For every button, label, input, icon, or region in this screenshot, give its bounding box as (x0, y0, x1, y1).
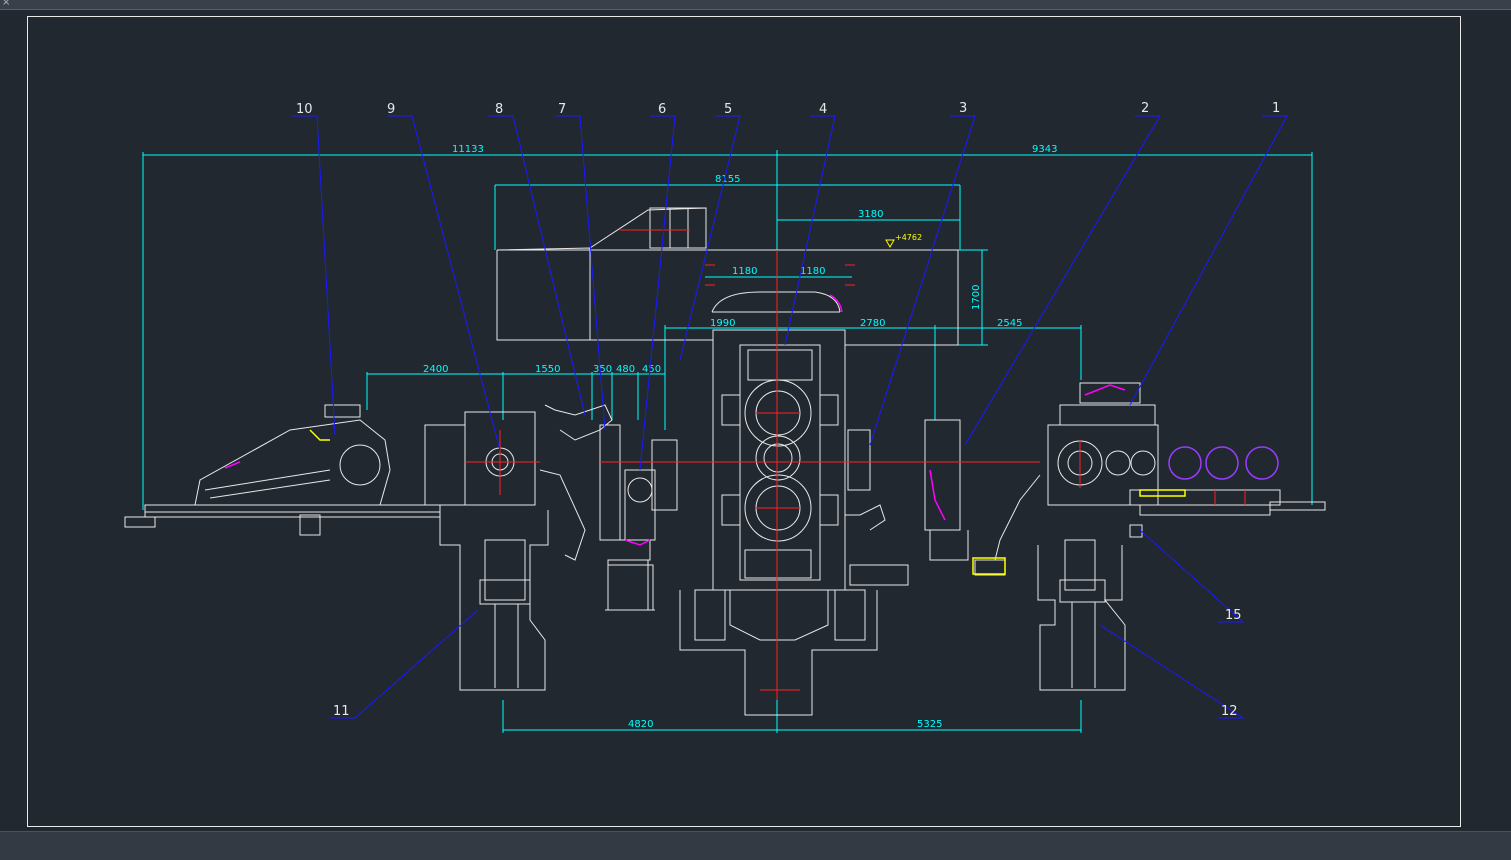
callout-15: 15 (1225, 608, 1242, 623)
elevation-label: +4762 (895, 233, 922, 242)
dim-1990: 1990 (710, 318, 735, 329)
dim-11133: 11133 (452, 144, 484, 155)
leader-lines (292, 115, 1288, 719)
callout-5: 5 (724, 102, 732, 117)
dim-3180: 3180 (858, 209, 883, 220)
dim-1180-right: 1180 (800, 266, 825, 277)
dim-5325: 5325 (917, 719, 942, 730)
dim-2400: 2400 (423, 364, 448, 375)
callout-11: 11 (333, 704, 350, 719)
callout-2: 2 (1141, 101, 1149, 116)
elevation-marker-icon (885, 239, 895, 249)
callout-8: 8 (495, 102, 503, 117)
machine-outline (124, 207, 1326, 716)
window-title-bar: × (0, 0, 1511, 10)
dim-1700: 1700 (971, 285, 982, 310)
close-icon[interactable]: × (2, 0, 11, 8)
dim-4820: 4820 (628, 719, 653, 730)
status-bar (0, 831, 1511, 860)
callout-10: 10 (296, 102, 313, 117)
callout-7: 7 (558, 102, 566, 117)
highlight-parts (224, 294, 1279, 575)
dim-450: 450 (642, 364, 661, 375)
centerlines (465, 229, 1246, 700)
callout-1: 1 (1272, 101, 1280, 116)
dimension-lines (142, 150, 1313, 733)
callout-9: 9 (387, 102, 395, 117)
dim-2780: 2780 (860, 318, 885, 329)
callout-4: 4 (819, 102, 827, 117)
dim-350: 350 (593, 364, 612, 375)
dim-9343: 9343 (1032, 144, 1057, 155)
drawing-frame (27, 16, 1461, 827)
callout-12: 12 (1221, 704, 1238, 719)
dim-2545: 2545 (997, 318, 1022, 329)
callout-6: 6 (658, 102, 666, 117)
callout-labels: 1 2 3 4 5 6 7 8 9 10 11 12 15 (296, 101, 1280, 719)
dim-480: 480 (616, 364, 635, 375)
dimension-labels: 11133 9343 8155 3180 1180 1180 1700 1990… (423, 144, 1057, 730)
dim-1550: 1550 (535, 364, 560, 375)
dim-1180-left: 1180 (732, 266, 757, 277)
dim-8155: 8155 (715, 174, 740, 185)
callout-3: 3 (959, 101, 967, 116)
